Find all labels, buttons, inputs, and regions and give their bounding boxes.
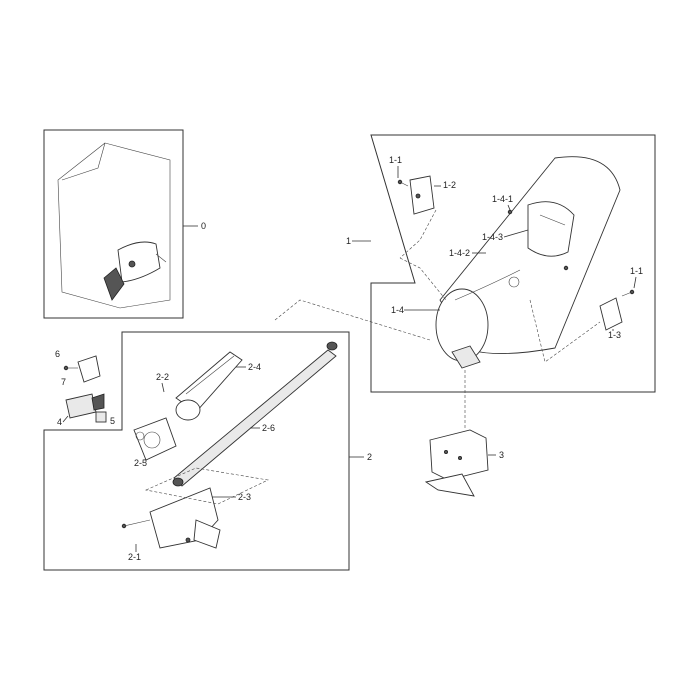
- callout-4: 4: [57, 417, 62, 427]
- cabinet-drum-assembly-thumbnail: [103, 241, 167, 301]
- callout-0: 0: [201, 221, 206, 231]
- drive-shaft: [172, 341, 338, 487]
- callout-1-1-right: 1-1: [630, 266, 643, 276]
- drum-rear-baffle: [507, 201, 575, 271]
- group-3-support-bracket: 3: [424, 370, 504, 497]
- terminal-block-4: [65, 393, 97, 419]
- callout-1-2: 1-2: [443, 180, 456, 190]
- motor-housing: [175, 351, 243, 421]
- small-parts-group: 6 7 4 5: [55, 349, 115, 427]
- pad-part-5: [95, 411, 107, 423]
- callout-2-5: 2-5: [134, 458, 147, 468]
- clip-part-7: [77, 355, 101, 383]
- drum-shell: [435, 156, 621, 369]
- group-1-frame: [370, 134, 656, 393]
- callout-6: 6: [55, 349, 60, 359]
- callout-1-1-upper: 1-1: [389, 155, 402, 165]
- cabinet-outline: [57, 142, 171, 309]
- callout-1-4-2: 1-4-2: [449, 248, 470, 258]
- sensor-bracket: [397, 175, 435, 215]
- motor-base-bracket: [121, 487, 221, 549]
- callout-2-3: 2-3: [238, 492, 251, 502]
- callout-7: 7: [61, 377, 66, 387]
- callout-2-2: 2-2: [156, 372, 169, 382]
- callout-1-3: 1-3: [608, 330, 621, 340]
- callout-2: 2: [367, 452, 372, 462]
- callout-5: 5: [110, 416, 115, 426]
- callout-2-4: 2-4: [248, 362, 261, 372]
- callout-1-4-1: 1-4-1: [492, 194, 513, 204]
- group-0-cabinet-overview: 0: [43, 129, 206, 319]
- callout-3: 3: [499, 450, 504, 460]
- callout-1: 1: [346, 236, 351, 246]
- callout-2-6: 2-6: [262, 423, 275, 433]
- group-0-frame: [43, 129, 184, 319]
- pulley-assembly: [133, 417, 177, 461]
- group-2-drive-assembly: 2 2-2: [43, 299, 431, 571]
- callout-2-1: 2-1: [128, 552, 141, 562]
- callout-1-4: 1-4: [391, 305, 404, 315]
- group-2-frame: [43, 331, 350, 571]
- group-1-drum-assembly: 1: [346, 134, 656, 393]
- motor-bracket: [599, 289, 635, 331]
- callout-1-4-3: 1-4-3: [482, 232, 503, 242]
